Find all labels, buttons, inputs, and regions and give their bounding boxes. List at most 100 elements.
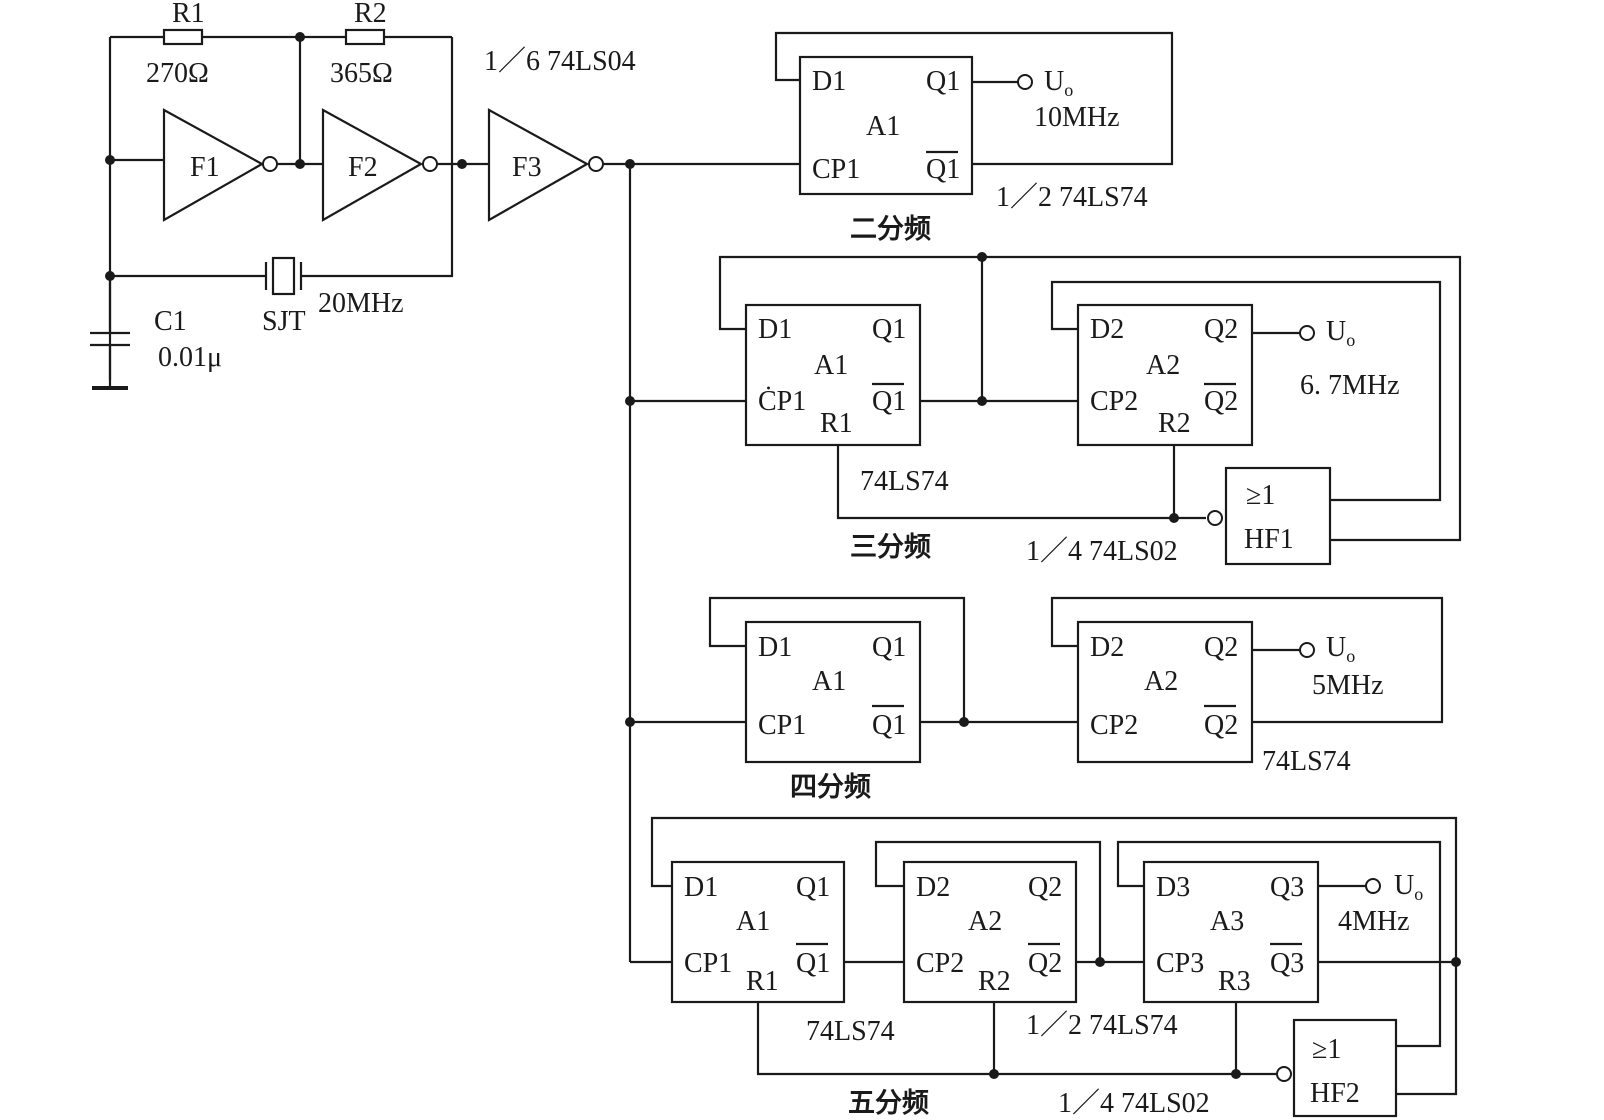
div5-q1: Q1: [796, 872, 830, 903]
c1-value: 0.01μ: [158, 342, 222, 373]
div4-freq: 5MHz: [1312, 670, 1384, 701]
div5-flipflop-a2: [902, 860, 1078, 1004]
crystal-sjt: [264, 256, 303, 296]
div5-a3: A3: [1210, 906, 1244, 937]
div2-cp: CP1: [812, 154, 860, 185]
div5-d3: D3: [1156, 872, 1190, 903]
r2-label: R2: [354, 0, 387, 29]
div5-q3: Q3: [1270, 872, 1304, 903]
crystal-freq: 20MHz: [318, 288, 404, 319]
div4-d1: D1: [758, 632, 792, 663]
div2-qbar: Q1: [926, 154, 960, 185]
div3-cp1: ĊP1: [758, 386, 806, 417]
div5-cp1: CP1: [684, 948, 732, 979]
div5-q3bar: Q3: [1270, 948, 1304, 979]
div2-freq: 10MHz: [1034, 102, 1120, 133]
div3-a2: A2: [1146, 350, 1180, 381]
div4-a2: A2: [1144, 666, 1178, 697]
div5-d2: D2: [916, 872, 950, 903]
div5-gate-symbol: ≥1: [1312, 1034, 1341, 1065]
crystal-label: SJT: [262, 306, 306, 337]
resistor-r1: [162, 28, 204, 46]
inverter-f3: [487, 108, 590, 222]
div3-flipflop-a1: [744, 303, 922, 447]
div2-chip-part: 1／2 74LS74: [996, 181, 1148, 213]
div5-a2: A2: [968, 906, 1002, 937]
r1-label: R1: [172, 0, 205, 29]
div4-ff-part: 74LS74: [1262, 746, 1351, 777]
div5-r2: R2: [978, 966, 1011, 997]
div2-d: D1: [812, 66, 846, 97]
div5-q1bar: Q1: [796, 948, 830, 979]
inverter-f2: [321, 108, 424, 222]
divide-by-5: D1 Q1 A1 CP1 R1 Q1 D2 Q2 A2 CP2 R2 Q2 D3…: [630, 816, 1461, 1119]
div4-cp2: CP2: [1090, 710, 1138, 741]
div2-caption: 二分频: [850, 214, 931, 245]
inverter-f1: [162, 108, 265, 222]
div5-freq: 4MHz: [1338, 906, 1410, 937]
div3-uo: Uo: [1326, 316, 1355, 350]
div3-caption: 三分频: [850, 532, 931, 563]
div5-gate-part: 1／4 74LS02: [1058, 1087, 1210, 1119]
div4-flipflop-a1: [744, 620, 922, 764]
div4-caption: 四分频: [790, 772, 871, 803]
resistor-r2: [344, 28, 386, 46]
div3-d1: D1: [758, 314, 792, 345]
div4-d2: D2: [1090, 632, 1124, 663]
div5-nor-gate-hf2: [1292, 1018, 1398, 1118]
div3-a1: A1: [814, 350, 848, 381]
div5-cp3: CP3: [1156, 948, 1204, 979]
div5-d1: D1: [684, 872, 718, 903]
div3-gate: HF1: [1244, 524, 1294, 555]
div3-r2: R2: [1158, 408, 1191, 439]
div2-flipflop-a1: [798, 55, 974, 196]
div3-nor-gate-hf1: [1224, 466, 1332, 566]
div4-uo: Uo: [1326, 632, 1355, 666]
c1-label: C1: [154, 306, 187, 337]
div3-freq: 6. 7MHz: [1300, 370, 1400, 401]
div4-q2bar: Q2: [1204, 710, 1238, 741]
div5-q2bar: Q2: [1028, 948, 1062, 979]
div5-r1: R1: [746, 966, 779, 997]
f2-label: F2: [348, 152, 378, 183]
div5-flipflop-a3: [1142, 860, 1320, 1004]
div2-uo: Uo: [1044, 66, 1073, 100]
div3-flipflop-a2: [1076, 303, 1254, 447]
div5-a1: A1: [736, 906, 770, 937]
div3-d2: D2: [1090, 314, 1124, 345]
div5-caption: 五分频: [848, 1088, 929, 1119]
div3-q1bar: Q1: [872, 386, 906, 417]
div4-q1: Q1: [872, 632, 906, 663]
divide-by-2: D1 Q1 A1 CP1 Q1 Uo 10MHz 1／2 74LS74 二分频: [774, 31, 1174, 245]
r1-value: 270Ω: [146, 58, 209, 89]
r2-value: 365Ω: [330, 58, 393, 89]
div3-ff-part: 74LS74: [860, 466, 949, 497]
div3-gate-symbol: ≥1: [1246, 480, 1275, 511]
div5-uo: Uo: [1394, 870, 1423, 904]
div3-q1: Q1: [872, 314, 906, 345]
div4-cp1: CP1: [758, 710, 806, 741]
inverter-chip-label: 1／6 74LS04: [484, 45, 636, 77]
div4-a1: A1: [812, 666, 846, 697]
div3-q2: Q2: [1204, 314, 1238, 345]
div2-chip: A1: [866, 111, 900, 142]
div4-q1bar: Q1: [872, 710, 906, 741]
divide-by-4: D1 Q1 A1 CP1 Q1 D2 Q2 A2 CP2 Q2 Uo 5MHz …: [625, 596, 1444, 803]
div3-gate-part: 1／4 74LS02: [1026, 535, 1178, 567]
div3-r1: R1: [820, 408, 853, 439]
div2-q: Q1: [926, 66, 960, 97]
f1-label: F1: [190, 152, 220, 183]
div5-ff-part2: 1／2 74LS74: [1026, 1009, 1178, 1041]
oscillator-section: R1 270Ω R2 365Ω F1 F2 F3 1／6 74LS04 C1 0…: [90, 0, 800, 390]
div5-r3: R3: [1218, 966, 1251, 997]
div3-q2bar: Q2: [1204, 386, 1238, 417]
div5-q2: Q2: [1028, 872, 1062, 903]
div5-ff-part: 74LS74: [806, 1016, 895, 1047]
div4-q2: Q2: [1204, 632, 1238, 663]
f3-label: F3: [512, 152, 542, 183]
divide-by-3: D1 Q1 A1 ĊP1 R1 Q1 D2 Q2 A2 CP2 R2 Q2 Uo…: [625, 252, 1462, 567]
div3-cp2: CP2: [1090, 386, 1138, 417]
div5-cp2: CP2: [916, 948, 964, 979]
div4-flipflop-a2: [1076, 620, 1254, 764]
